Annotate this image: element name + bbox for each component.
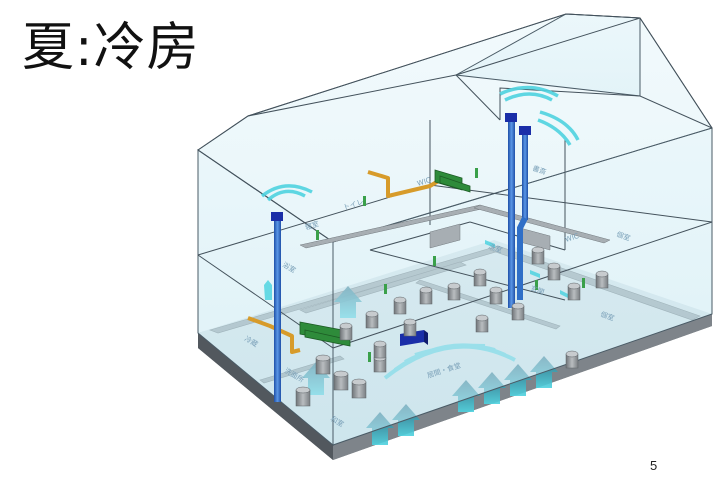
slide-title: 夏:冷房 xyxy=(22,18,200,78)
ceiling-airflow-arcs xyxy=(260,85,580,202)
indoor-units xyxy=(299,169,471,347)
room-label: WIC xyxy=(564,232,580,244)
refrigerant-pipes xyxy=(247,170,442,354)
furniture-cylinders xyxy=(295,246,609,407)
page-number: 5 xyxy=(650,458,658,473)
room-label: 寝室 xyxy=(304,219,320,232)
small-green-valves xyxy=(316,168,585,362)
air-ducts xyxy=(271,113,531,402)
wall-flow-arrows xyxy=(264,240,572,300)
room-label: WIC xyxy=(416,176,432,188)
